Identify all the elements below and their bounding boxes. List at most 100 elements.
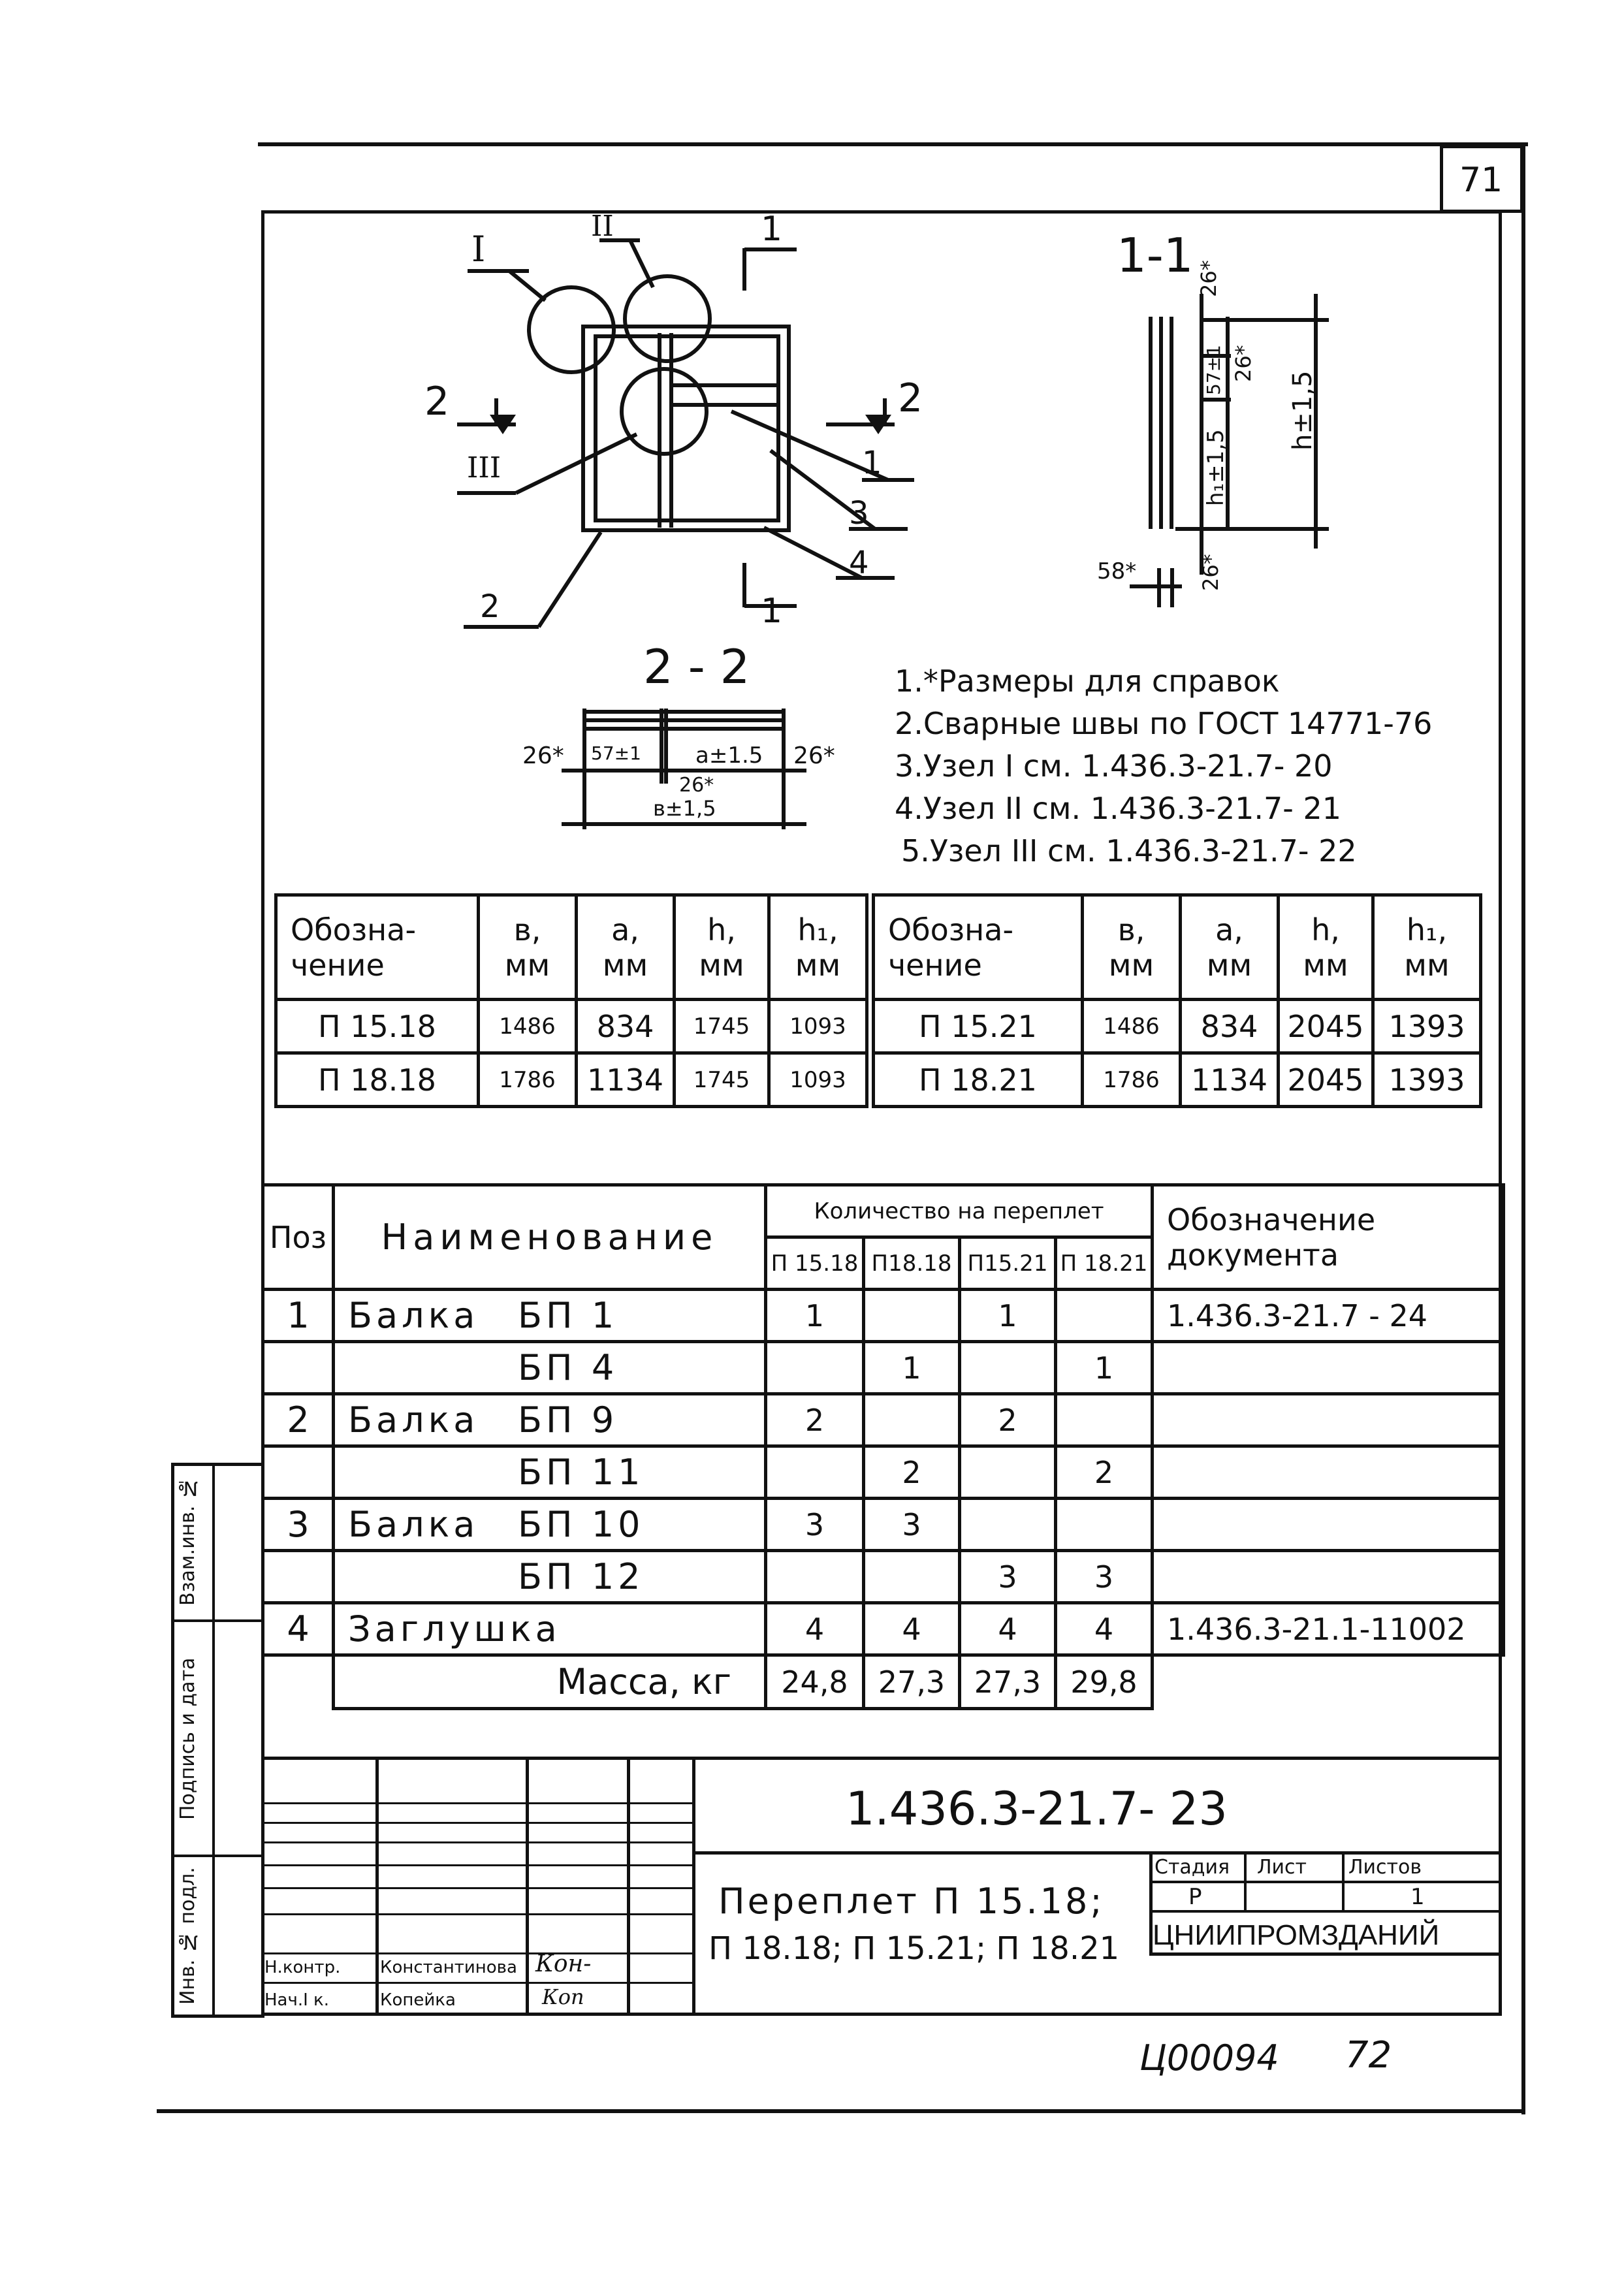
table-row: П 18.18 1786 1134 1745 1093 [274,1051,868,1108]
stage-vline-1 [1244,1851,1247,1911]
position-label-4: 4 [849,545,869,581]
dim-2-2-a: 26* [522,742,564,769]
name-1: Константинова [380,1958,517,1977]
node-label-3: III [467,451,502,485]
dim-table-left: Обозна-чение в,мм a,мм h,мм h₁,мм П 15.1… [274,893,868,1108]
stamp-signature-date: Подпись и дата [176,1657,199,1820]
header-h1: h₁,мм [767,893,868,1001]
title-block-code-line [692,1851,1502,1855]
col-pos: Поз [261,1183,335,1291]
col-name: Наименование [332,1183,767,1291]
dim-1-1-d: h±1,5 [1288,370,1318,451]
mass-row: Масса, кг 24,8 27,3 27,3 29,8 [263,1653,1504,1710]
role-2: Нач.I к. [264,1990,330,2010]
section-mark-2-right: 2 [898,375,923,421]
section-mark-2-left: 2 [424,379,450,424]
title-block-row-lines [261,1802,692,1804]
role-1: Н.контр. [264,1958,341,1977]
position-label-1: 1 [862,445,882,481]
drawing-code: 1.436.3-21.7- 23 [846,1782,1228,1836]
signature-2: Коп [542,1984,584,2009]
section-2-2-title: 2 - 2 [643,639,750,694]
title-block-vline-2 [526,1757,529,2015]
sheets-value: 1 [1410,1884,1425,1910]
title-block-top-line [261,1757,1502,1760]
sheet-number-box [1440,145,1523,213]
title-block-vline-3 [627,1757,630,2015]
stage-row-line-1 [1149,1881,1502,1883]
sheet-number: 71 [1459,161,1503,200]
dim-table-header: Обозна-чение в,мм a,мм h,мм h₁,мм [274,893,868,1001]
note-2: 2.Сварные швы по ГОСТ 14771-76 [895,706,1433,741]
sheets-label: Листов [1348,1856,1422,1879]
position-label-2: 2 [480,588,500,625]
stage-row-line-2 [1149,1910,1502,1913]
spec-subheader-row: П 15.18 П18.18 П15.21 П 18.21 [263,1235,1504,1291]
dim-2-2-f: в±1,5 [653,796,716,821]
header-designation: Обозна-чение [274,893,480,1001]
header-h: h,мм [673,893,771,1001]
note-3: 3.Узел I см. 1.436.3-21.7- 20 [895,748,1333,784]
position-label-3: 3 [849,495,869,532]
page-number: 72 [1345,2034,1392,2077]
dim-table-right: Обозна-чение в,мм a,мм h,мм h₁,мм П 15.2… [872,893,1482,1108]
table-row: П 15.18 1486 834 1745 1093 [274,998,868,1055]
title-block-vline-4 [692,1757,695,2015]
section-mark-1-top: 1 [761,210,783,249]
side-stamp-vline [212,1463,215,2018]
stage-label: Стадия [1154,1856,1230,1879]
dim-2-2-d: 26* [679,774,714,797]
stamp-inv-original: Инв. № подл. [176,1867,199,2005]
node-label-1: I [471,229,486,270]
col-qty: Количество на переплет [764,1183,1154,1239]
drawing-title-line1: Переплет П 15.18; [718,1881,1105,1922]
side-stamp-hline-1 [171,1619,264,1622]
archive-code: Ц00094 [1139,2037,1279,2079]
dim-1-1-c: 26* [1231,345,1256,382]
spec-table: Поз Наименование Количество на переплет … [261,1183,1505,1710]
right-border-line [1521,142,1525,2114]
title-block-stage-box [1149,1851,1502,1956]
spec-header-row: Поз Наименование Количество на переплет … [261,1183,1505,1291]
node-label-2: II [591,210,614,243]
table-row: П 18.21 1786 1134 2045 1393 [872,1051,1482,1108]
sheet-label: Лист [1257,1856,1307,1879]
name-2: Копейкa [380,1990,456,2010]
side-stamp-hline-2 [171,1855,264,1857]
top-border-line [258,142,1528,146]
main-frame [261,210,1502,2016]
dim-2-2-e: 26* [793,742,835,769]
header-a: a,мм [575,893,676,1001]
signature-1: Кон- [535,1951,592,1977]
stamp-replacement-inv: Взам.инв. № [176,1476,199,1606]
drawing-title-line2: П 18.18; П 15.21; П 18.21 [709,1930,1120,1967]
dim-table-header: Обозна-чение в,мм a,мм h,мм h₁,мм [872,893,1482,1001]
dim-2-2-c: a±1.5 [695,742,763,769]
section-mark-1-bottom: 1 [761,592,783,631]
title-block-vline-1 [375,1757,379,2015]
organization-name: ЦНИИПРОМЗДАНИЙ [1153,1919,1440,1951]
dim-1-1-a: 26* [1196,260,1221,297]
section-1-1-title: 1-1 [1117,228,1194,283]
bottom-border-line [157,2109,1525,2113]
note-4: 4.Узел II см. 1.436.3-21.7- 21 [895,791,1342,826]
mass-label: Масса, кг [332,1653,767,1710]
dim-1-1-f: 26* [1198,554,1223,591]
table-row: П 15.21 1486 834 2045 1393 [872,998,1482,1055]
dim-1-1-e: h₁±1,5 [1203,429,1229,506]
dim-1-1-b: 57±1 [1203,345,1224,395]
side-stamp [171,1463,264,2018]
stage-value: Р [1188,1884,1202,1910]
dim-1-1-g: 58* [1097,558,1137,584]
note-1: 1.*Размеры для справок [895,663,1280,699]
header-b: в,мм [477,893,578,1001]
